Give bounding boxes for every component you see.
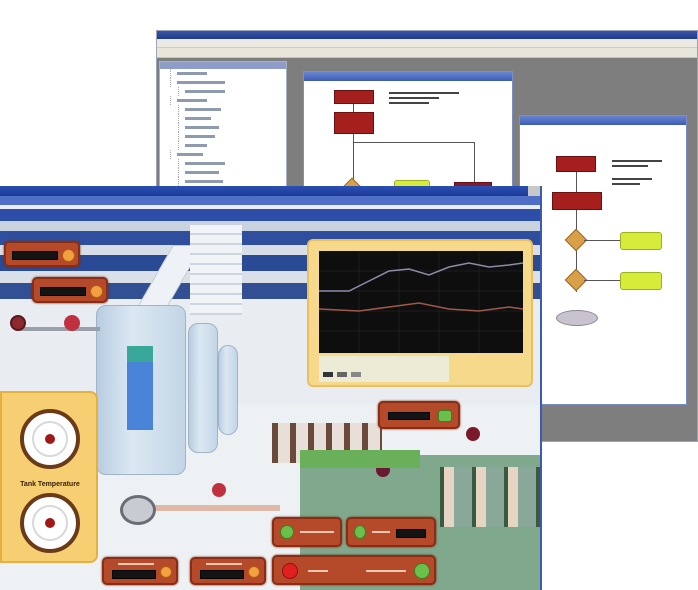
editor-window xyxy=(156,30,698,442)
editor-toolbar[interactable] xyxy=(157,48,697,58)
trend-lines xyxy=(318,251,524,353)
tree-item[interactable] xyxy=(178,87,286,96)
hmi-window: Tank Temperature xyxy=(0,186,542,590)
flowchart-end[interactable] xyxy=(556,310,598,326)
editor-menu-bar[interactable] xyxy=(157,39,697,48)
storage-tank[interactable] xyxy=(188,323,218,453)
editor-title-bar[interactable] xyxy=(157,31,697,39)
trend-button[interactable] xyxy=(323,372,333,377)
trend-button[interactable] xyxy=(337,372,347,377)
flowchart-step-box[interactable] xyxy=(334,90,374,104)
value-display xyxy=(200,570,244,579)
control-panel[interactable] xyxy=(4,241,80,267)
tree-item[interactable] xyxy=(178,105,286,114)
storage-tank[interactable] xyxy=(96,305,186,475)
trend-button[interactable] xyxy=(351,372,361,377)
pump-icon[interactable] xyxy=(120,495,156,525)
adjust-knob[interactable] xyxy=(160,566,172,578)
tree-item[interactable] xyxy=(178,141,286,150)
flowchart-action[interactable] xyxy=(620,272,662,290)
value-display xyxy=(12,251,58,260)
tank-level-indicator xyxy=(127,346,153,430)
flowchart-action[interactable] xyxy=(620,232,662,250)
valve-icon[interactable] xyxy=(10,315,26,331)
storage-rack xyxy=(440,467,540,527)
storage-tank[interactable] xyxy=(218,345,238,435)
trend-chart-panel xyxy=(307,239,533,387)
adjust-knob[interactable] xyxy=(62,249,75,262)
status-led xyxy=(280,525,294,539)
tree-item[interactable] xyxy=(170,69,286,78)
flowchart-window-2[interactable] xyxy=(519,115,687,405)
alarm-led[interactable] xyxy=(282,563,298,579)
control-panel[interactable] xyxy=(378,401,460,429)
process-scene: Tank Temperature xyxy=(0,205,540,590)
trend-chart[interactable] xyxy=(318,251,524,353)
tree-item[interactable] xyxy=(178,159,286,168)
tree-item[interactable] xyxy=(178,177,286,186)
control-panel[interactable] xyxy=(346,517,436,547)
flowchart-window-title-bar[interactable] xyxy=(304,72,512,81)
tree-item[interactable] xyxy=(178,132,286,141)
gauge-dial xyxy=(20,493,80,553)
adjust-knob[interactable] xyxy=(90,285,103,298)
control-panel[interactable] xyxy=(272,517,342,547)
hmi-tab-bar[interactable] xyxy=(0,196,540,205)
tree-item[interactable] xyxy=(178,114,286,123)
run-button[interactable] xyxy=(414,563,430,579)
hmi-title-bar[interactable] xyxy=(0,186,540,196)
gauge-dial xyxy=(20,409,80,469)
valve-icon[interactable] xyxy=(212,483,226,497)
status-led xyxy=(438,410,452,422)
value-display xyxy=(112,570,156,579)
flowchart-step-box[interactable] xyxy=(552,192,602,210)
flowchart-step-box[interactable] xyxy=(556,156,596,172)
tree-item[interactable] xyxy=(178,123,286,132)
control-panel[interactable] xyxy=(190,557,266,585)
tree-item[interactable] xyxy=(170,96,286,105)
trend-controls xyxy=(319,356,449,382)
value-display xyxy=(40,287,86,296)
tree-item[interactable] xyxy=(170,78,286,87)
close-button[interactable] xyxy=(528,186,540,196)
control-panel[interactable] xyxy=(102,557,178,585)
project-tree-header xyxy=(160,62,286,69)
flowchart-step-box[interactable] xyxy=(334,112,374,134)
tree-item[interactable] xyxy=(170,150,286,159)
valve-icon[interactable] xyxy=(64,315,80,331)
gauge-panel: Tank Temperature xyxy=(0,391,98,563)
gauge-label: Tank Temperature xyxy=(20,481,80,488)
value-display xyxy=(396,529,426,538)
valve-icon[interactable] xyxy=(466,427,480,441)
status-led xyxy=(354,525,366,539)
adjust-knob[interactable] xyxy=(248,566,260,578)
tree-item[interactable] xyxy=(178,168,286,177)
start-stop-panel[interactable] xyxy=(272,555,436,585)
value-display xyxy=(388,412,430,420)
control-panel[interactable] xyxy=(32,277,108,303)
flowchart-window-title-bar[interactable] xyxy=(520,116,686,125)
